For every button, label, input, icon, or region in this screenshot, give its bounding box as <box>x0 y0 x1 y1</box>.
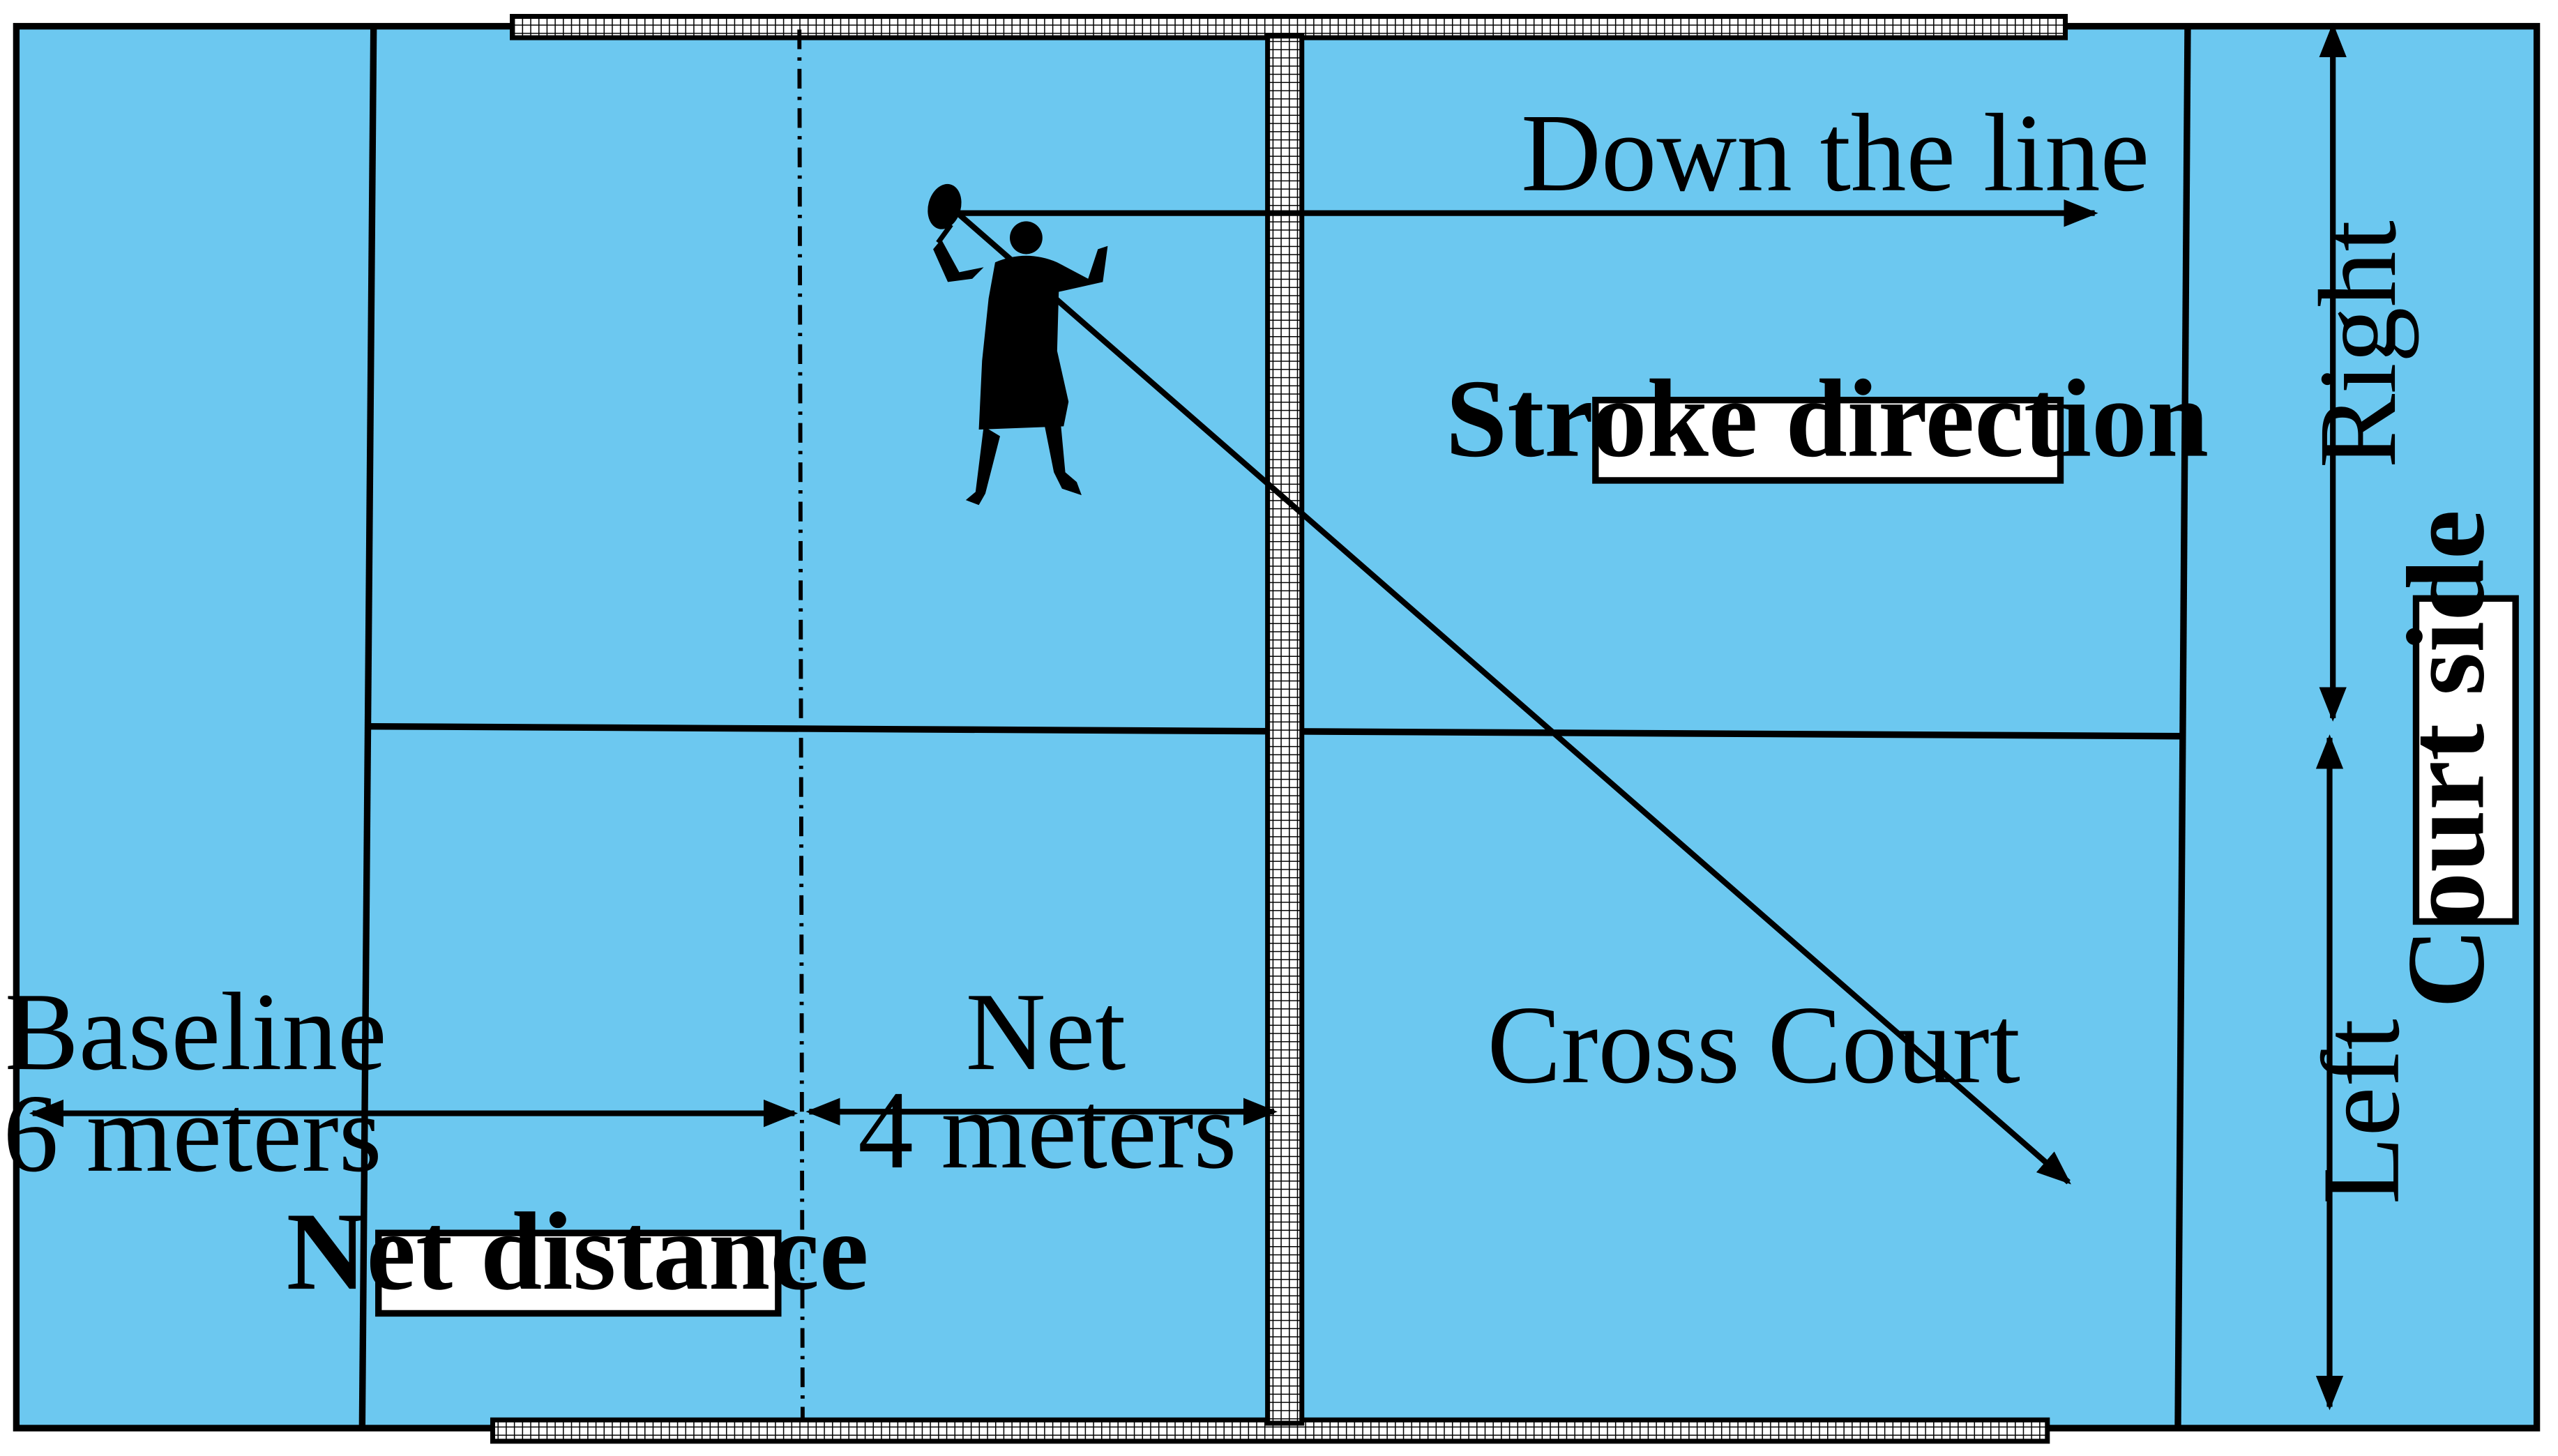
down-the-line-label: Down the line <box>1521 91 2149 214</box>
four-meters-label: 4 meters <box>858 1069 1236 1192</box>
right-label: Right <box>2296 220 2419 468</box>
net-distance-label: Net distance <box>287 1190 869 1313</box>
left-label: Left <box>2300 1019 2423 1204</box>
player-silhouette-icon <box>928 183 1108 506</box>
baseline-label: Baseline <box>5 971 387 1093</box>
right-service-line <box>2174 26 2191 1429</box>
court-side-box <box>2412 595 2519 925</box>
court-side-label: Court side <box>2385 510 2508 1008</box>
net-label: Net <box>966 971 1126 1093</box>
net-distance-line <box>797 29 805 1420</box>
cross-court-label: Cross Court <box>1488 984 2020 1107</box>
net <box>1265 33 1305 1426</box>
cross-court-arrow <box>955 211 2071 1185</box>
stroke-direction-box <box>1592 397 2064 484</box>
net-distance-box <box>375 1229 782 1317</box>
six-meters-label: 6 meters <box>3 1072 381 1195</box>
stroke-direction-label: Stroke direction <box>1446 357 2209 480</box>
left-service-line <box>358 26 377 1429</box>
